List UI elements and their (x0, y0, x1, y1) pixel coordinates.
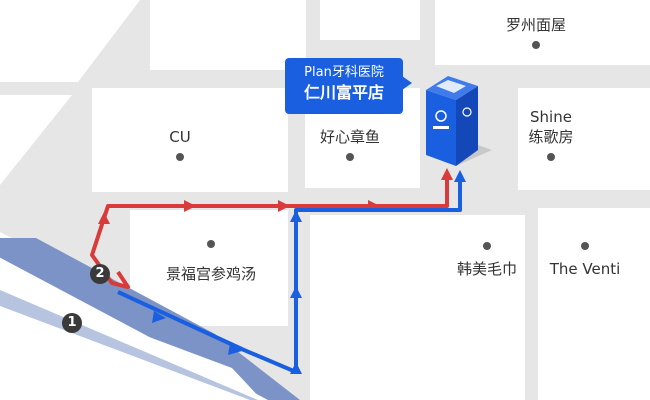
block (0, 0, 140, 82)
landmark-label-hanmei: 韩美毛巾 (456, 260, 518, 278)
landmark-label-zhangyu: 好心章鱼 (319, 128, 381, 146)
clinic-branch: 仁川富平店 (303, 83, 384, 102)
route-arrow (184, 200, 196, 212)
route-arrow (152, 311, 166, 323)
block (518, 88, 650, 190)
route-arrow (228, 343, 242, 355)
landmark-label-shine-sub: 练歌房 (528, 128, 574, 146)
clinic-name: Plan牙科医院 (304, 65, 384, 80)
clinic-callout: Plan牙科医院 仁川富平店 (285, 58, 412, 114)
route-blue (117, 170, 466, 374)
landmark-label-venti: The Venti (549, 260, 621, 278)
block (0, 95, 72, 185)
route-arrow (290, 362, 302, 374)
landmark-dot (483, 242, 491, 250)
landmark-dot (207, 240, 215, 248)
clinic-building-icon (426, 76, 492, 166)
landmark-dot (176, 153, 184, 161)
landmark-label-cu: CU (169, 128, 191, 146)
landmark-label-shine: Shine (530, 108, 572, 126)
block (150, 0, 306, 70)
landmark-label-jingfu: 景福宫参鸡汤 (165, 265, 257, 283)
block (538, 208, 650, 400)
route-arrow (290, 286, 302, 298)
exit-2-marker: 2 (90, 264, 110, 284)
block (92, 88, 288, 192)
landmark-dot (547, 153, 555, 161)
block (320, 0, 420, 40)
block (435, 0, 650, 65)
landmark-label-luozhou: 罗州面屋 (505, 16, 567, 34)
route-arrow (441, 168, 453, 180)
route-arrow (290, 210, 302, 222)
exit-1-marker: 1 (62, 313, 82, 333)
landmark-dot (346, 153, 354, 161)
landmark-dot (532, 41, 540, 49)
route-arrow (98, 212, 110, 224)
landmark-dot (581, 242, 589, 250)
route-arrow (454, 170, 466, 182)
route-arrow (278, 200, 290, 212)
route-red (90, 168, 453, 289)
block (310, 215, 525, 400)
